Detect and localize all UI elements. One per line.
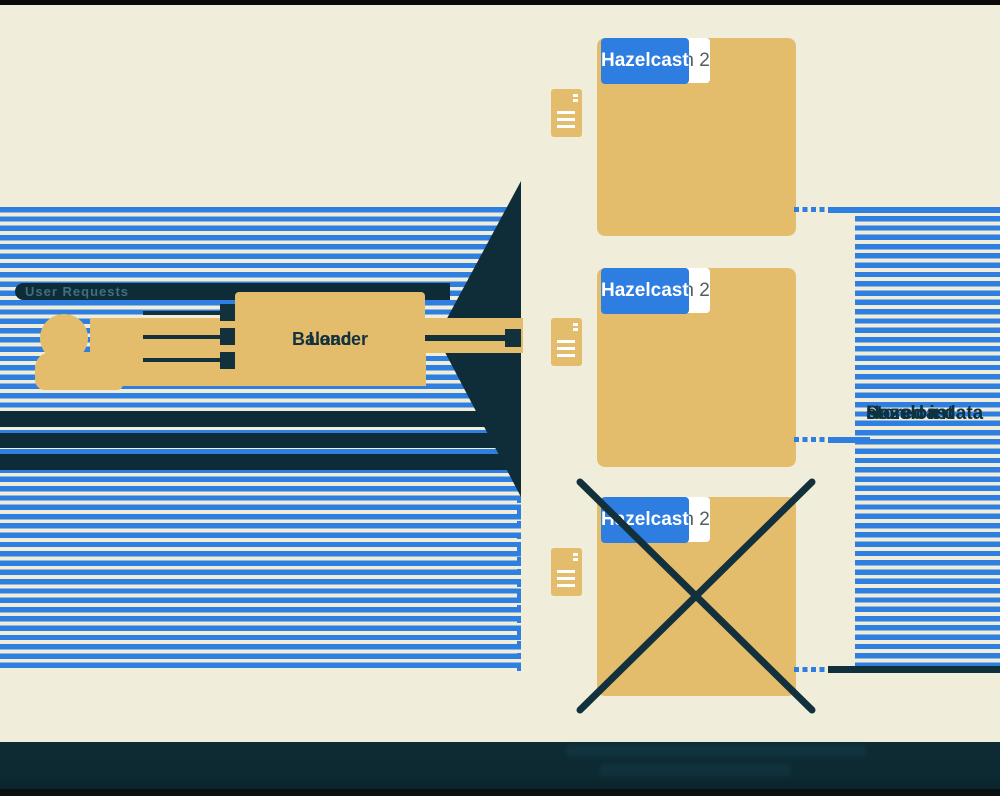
request-arrowhead <box>220 328 236 345</box>
server-1-hazelcast: Hazelcast <box>601 38 689 84</box>
server-icon-led <box>573 323 578 331</box>
load-balancer-out-line <box>425 335 507 341</box>
server-icon <box>551 89 582 137</box>
glitch-dark-band <box>0 411 521 427</box>
server-1-card: Server 1 Application 1 Application 2 Haz… <box>597 38 796 236</box>
top-black-bar <box>0 0 1000 5</box>
footer-caption-smudge <box>566 745 866 757</box>
load-balancer-box: Load Balancer <box>235 292 425 385</box>
server-icon-vents <box>557 340 575 357</box>
server-2-card: Server 2 Application 1 Application 2 Haz… <box>597 268 796 467</box>
server-icon <box>551 318 582 366</box>
footer-black-strip <box>0 789 1000 796</box>
request-arrowhead <box>220 304 236 321</box>
server-icon <box>551 548 582 596</box>
hazelcast-dotted-link-2 <box>794 437 830 442</box>
request-line <box>143 358 222 362</box>
glitch-dark-band <box>0 454 521 470</box>
hazelcast-dotted-link-1 <box>794 207 830 212</box>
load-balancer-label-line2: Balancer <box>291 328 369 349</box>
request-line <box>143 311 222 315</box>
annotation-line-3: Hazelcast <box>866 403 954 424</box>
glitch-stripes-right <box>855 216 1000 666</box>
annotation-line-2: stored in <box>866 403 947 424</box>
hazelcast-link-line-3 <box>828 666 1000 673</box>
request-arrowhead <box>220 352 236 369</box>
server-icon-vents <box>557 570 575 587</box>
server-icon-led <box>573 553 578 561</box>
user-requests-text: User Requests <box>25 284 130 299</box>
glitch-dark-band <box>0 433 521 448</box>
hazelcast-dotted-link-3 <box>794 667 830 672</box>
server-3-card: Server 3 Application 1 Application 2 Haz… <box>597 497 796 696</box>
vertical-dashed-connector <box>517 497 521 672</box>
annotation-line-1: Session data <box>866 403 984 424</box>
load-balancer-out-arrowhead <box>505 329 521 347</box>
footer-caption-smudge <box>600 764 790 776</box>
request-line <box>143 335 222 339</box>
server-3-hazelcast: Hazelcast <box>601 497 689 543</box>
hazelcast-link-line-2 <box>828 437 870 443</box>
server-icon-vents <box>557 111 575 128</box>
server-2-hazelcast: Hazelcast <box>601 268 689 314</box>
server-icon-led <box>573 94 578 102</box>
load-balancer-label-line1: Load <box>308 328 352 349</box>
hazelcast-link-line-1 <box>828 207 1000 213</box>
